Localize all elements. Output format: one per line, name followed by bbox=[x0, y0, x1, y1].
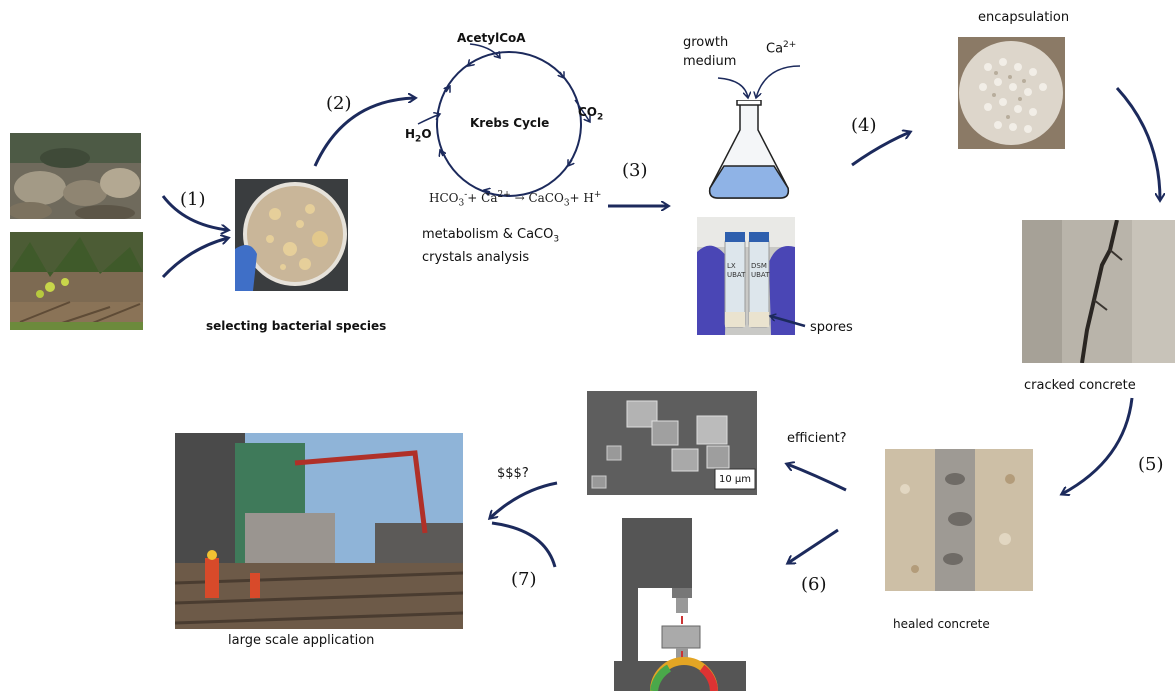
rocks-photo bbox=[10, 133, 141, 219]
compression-press-drawing bbox=[614, 518, 746, 691]
healed-concrete-photo bbox=[885, 449, 1033, 591]
h2o-label: H2O bbox=[405, 127, 432, 145]
step-4-label: (4) bbox=[851, 115, 877, 136]
efficient-label: efficient? bbox=[787, 431, 847, 446]
calcite-equation: HCO3-+ Ca2+ → CaCO3+ H+ bbox=[429, 190, 602, 209]
forest-floor-photo bbox=[10, 232, 143, 330]
step-7-label: (7) bbox=[511, 569, 537, 590]
krebs-cycle-label: Krebs Cycle bbox=[470, 116, 550, 130]
step-6-label: (6) bbox=[801, 574, 827, 595]
construction-site-photo bbox=[175, 433, 463, 629]
sem-crystals-photo bbox=[587, 391, 757, 495]
calcium-label: Ca2+ bbox=[766, 40, 797, 57]
healed-concrete-label: healed concrete bbox=[893, 617, 990, 631]
step-1-label: (1) bbox=[180, 189, 206, 210]
growth-medium-label: growth medium bbox=[683, 35, 737, 69]
cracked-concrete-photo bbox=[1022, 220, 1175, 363]
cracked-concrete-label: cracked concrete bbox=[1024, 378, 1136, 393]
petri-dish-photo bbox=[235, 179, 348, 291]
metabolism-caption: metabolism & CaCO3 crystals analysis bbox=[422, 227, 560, 265]
step-3-label: (3) bbox=[622, 160, 648, 181]
tube-label-left: LX UBAT bbox=[727, 262, 746, 279]
cost-label: $$$? bbox=[497, 466, 529, 481]
step-2-label: (2) bbox=[326, 93, 352, 114]
encapsulation-label: encapsulation bbox=[978, 10, 1070, 25]
encapsulation-photo bbox=[958, 37, 1065, 149]
flask-drawing bbox=[700, 100, 800, 202]
acetylcoa-label: AcetylCoA bbox=[457, 31, 526, 45]
tube-label-right: DSM UBAT bbox=[751, 262, 770, 279]
co2-label: CO2 bbox=[578, 105, 604, 123]
spore-tubes-photo bbox=[697, 217, 795, 335]
scale-bar-label: 10 µm bbox=[719, 474, 752, 485]
step-5-label: (5) bbox=[1138, 454, 1164, 475]
selecting-bacteria-caption: selecting bacterial species bbox=[206, 319, 387, 333]
large-scale-label: large scale application bbox=[228, 633, 375, 648]
spores-label: spores bbox=[810, 320, 853, 335]
